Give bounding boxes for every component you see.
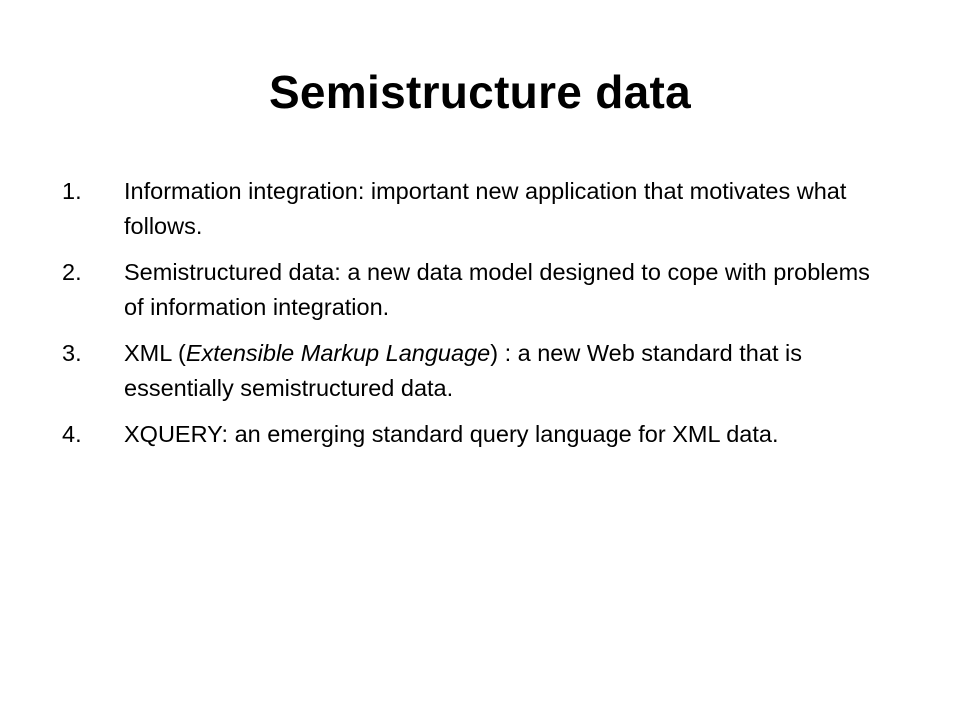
list-item-number: 2. <box>62 259 82 285</box>
list-item-number: 4. <box>62 421 82 447</box>
list-item-number: 3. <box>62 340 82 366</box>
list-item-number: 1. <box>62 178 82 204</box>
list-item-text: Semistructured data: a new data model de… <box>124 259 870 320</box>
list-item-text: XQUERY: an emerging standard query langu… <box>124 421 779 447</box>
list-item-text: XML (Extensible Markup Language) : a new… <box>124 340 802 401</box>
xml-suffix-text: ) : a new Web standard that is essential… <box>124 340 802 401</box>
xml-expansion-italic: Extensible Markup Language <box>185 340 491 366</box>
list-item-text: Information integration: important new a… <box>124 178 847 239</box>
list-item: 3. XML (Extensible Markup Language) : a … <box>62 336 892 406</box>
xml-prefix-text: XML ( <box>124 340 186 366</box>
slide-title: Semistructure data <box>268 66 692 118</box>
bullet-list: 1. Information integration: important ne… <box>62 174 892 463</box>
list-item: 4. XQUERY: an emerging standard query la… <box>62 417 892 452</box>
list-item: 1. Information integration: important ne… <box>62 174 892 244</box>
list-item: 2. Semistructured data: a new data model… <box>62 255 892 325</box>
